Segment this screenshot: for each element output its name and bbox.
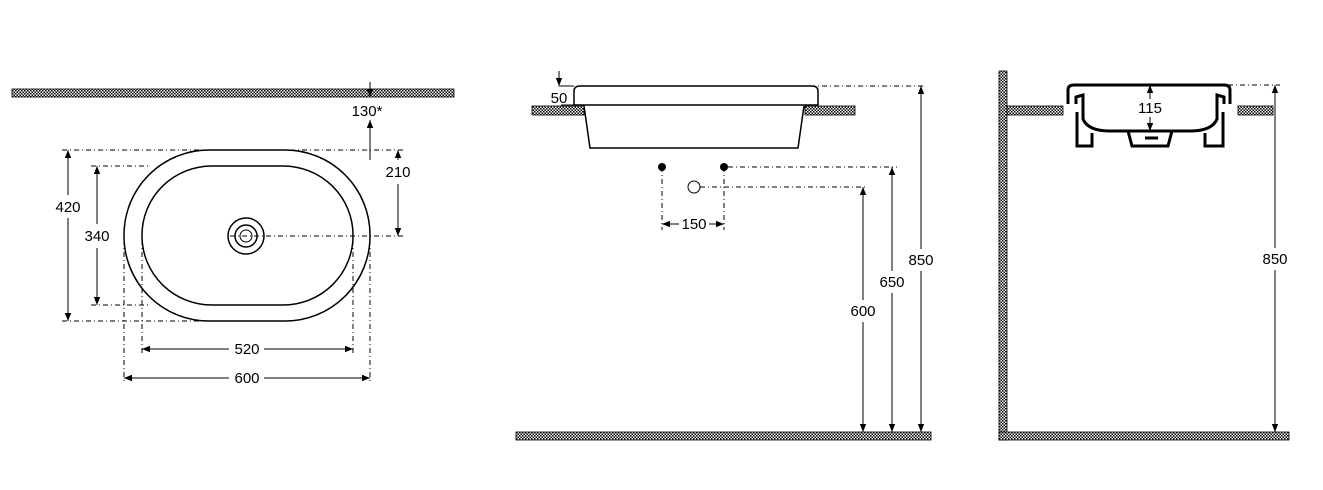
dim-420-label: 420 [55,199,80,216]
dim-850-height-label: 850 [908,252,933,269]
counter-right-hatch [804,105,856,116]
wall-hatch [11,88,455,98]
dim-520-label: 520 [234,341,259,358]
floor-hatch [515,431,932,441]
side-counter-left-hatch [1006,105,1064,116]
basin-bowl [583,105,805,149]
basin-inner-outline [141,165,354,306]
dim-115-label: 115 [1138,100,1162,117]
dim-650-height-label: 650 [879,274,904,291]
drain-outlet-icon [687,180,701,194]
dim-210-label: 210 [385,164,410,181]
dim-340-label: 340 [84,228,109,245]
dim-600-height-label: 600 [850,303,875,320]
side-view: 115 850 [998,70,1290,441]
dim-130-label: 130* [352,103,383,120]
front-view: 50 150 600 650 850 [515,71,934,441]
dim-side-850-label: 850 [1262,251,1287,268]
side-counter-right-hatch [1237,105,1274,116]
basin-rim [573,85,819,106]
dim-150-label: 150 [681,216,706,233]
dim-50-label: 50 [551,90,568,107]
side-floor-hatch [998,431,1290,441]
side-wall-hatch [998,70,1008,441]
counter-left-hatch [531,105,585,116]
dim-600-label: 600 [234,370,259,387]
top-view: 130* 210 420 340 520 600 [11,82,455,387]
